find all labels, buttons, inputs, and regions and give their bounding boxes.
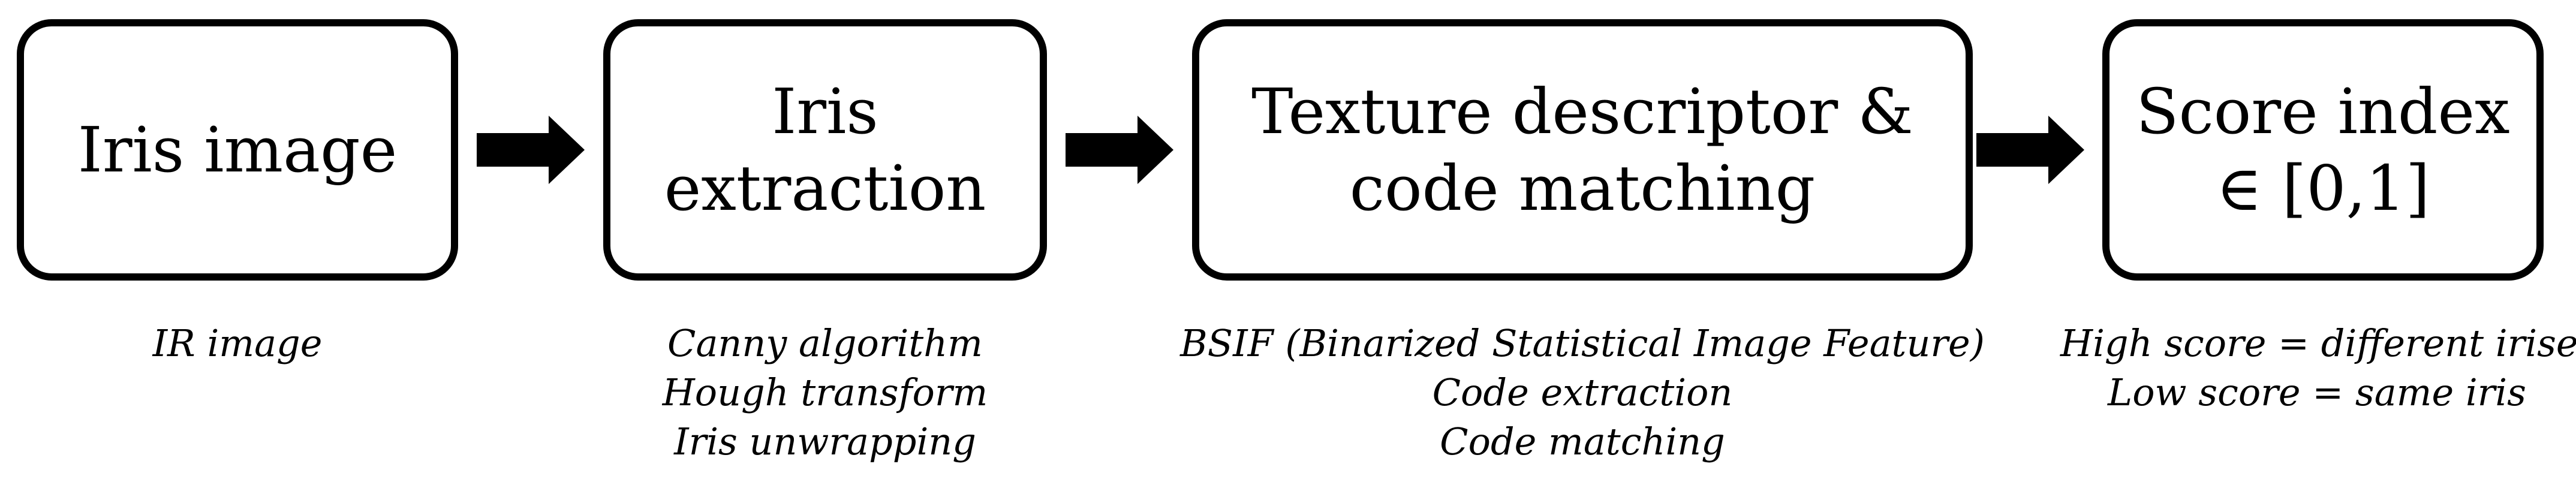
stage-texture-descriptor-box: Texture descriptor & code matching [1192,19,1973,281]
stage-iris-extraction-title-line-1: Iris [772,75,878,148]
caption-line: Code matching [1440,420,1725,463]
caption-line: BSIF (Binarized Statistical Image Featur… [1180,321,1985,365]
right-arrow-icon [477,116,585,184]
caption-line: Canny algorithm [667,321,983,365]
stage-iris-image-box: Iris image [17,19,458,281]
stage-texture-descriptor-title-line-2: code matching [1349,152,1816,225]
stage-iris-extraction-title-line-2: extraction [664,152,986,225]
right-arrow-icon [1976,116,2084,184]
caption-line: Low score = same iris [2108,370,2526,414]
stage-texture-descriptor-title-line-1: Texture descriptor & [1251,75,1913,148]
stage-iris-extraction-box: Iris extraction [603,19,1047,281]
caption-line: Hough transform [662,370,988,414]
caption-line: Code extraction [1432,370,1733,414]
stage-texture-descriptor-caption: BSIF (Binarized Statistical Image Featur… [1150,319,2015,466]
stage-iris-extraction-caption: Canny algorithm Hough transform Iris unw… [603,319,1047,466]
stage-score-index-box: Score index ∈ [0,1] [2102,19,2544,281]
stage-iris-image-title: Iris image [77,113,398,186]
right-arrow-icon [1066,116,1173,184]
caption-line: Iris unwrapping [674,420,976,463]
caption-line: IR image [152,321,323,365]
stage-iris-image-caption: IR image [17,319,458,368]
stage-score-index-caption: High score = different irises Low score … [2060,319,2576,417]
stage-score-index-title-line-2: ∈ [0,1] [2216,152,2430,225]
stage-score-index-title-line-1: Score index [2136,75,2510,148]
caption-line: High score = different irises [2060,321,2576,365]
